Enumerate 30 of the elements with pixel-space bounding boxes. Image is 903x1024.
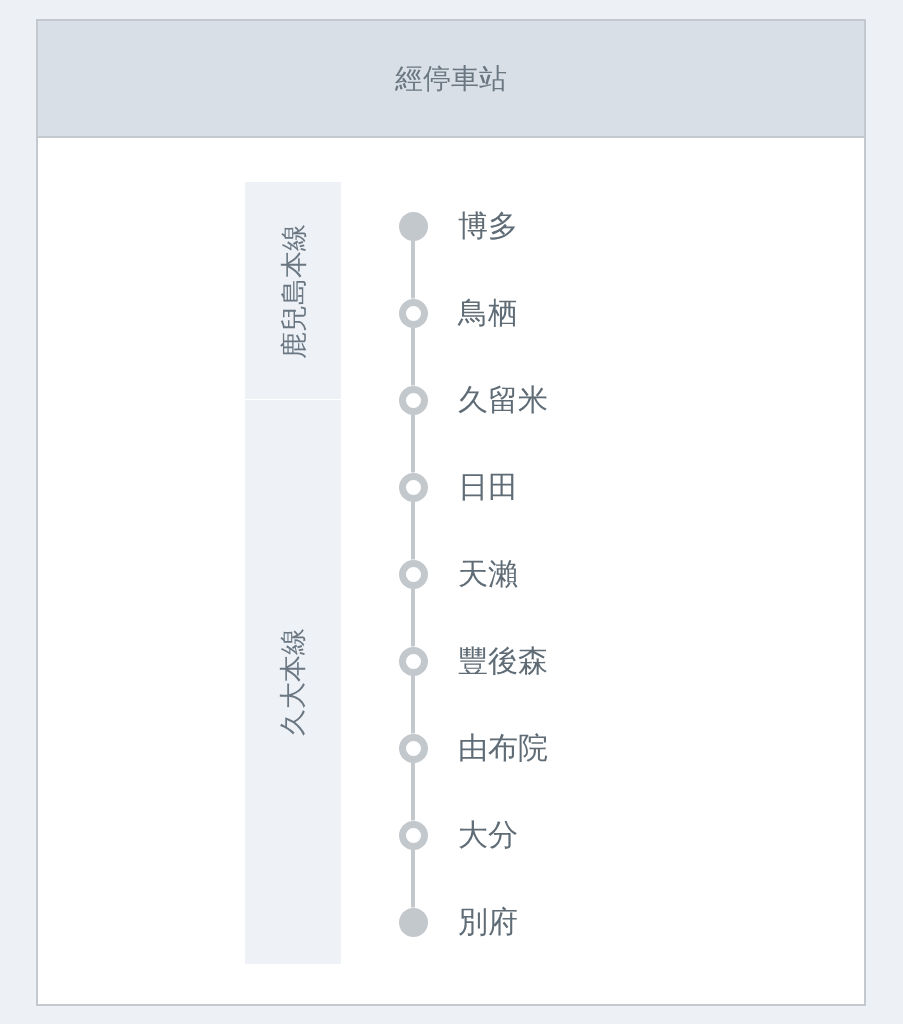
header-bar (38, 21, 864, 138)
station-name: 天瀨 (457, 555, 518, 593)
station-name: 博多 (457, 207, 518, 245)
track-line (411, 327, 415, 386)
terminal-station-dot (398, 907, 428, 937)
track-line (411, 762, 415, 821)
line-name: 鹿兒島本線 (277, 223, 309, 358)
station-name: 由布院 (457, 729, 548, 767)
station-name: 大分 (457, 816, 518, 854)
station-dot (398, 733, 428, 763)
station-name: 久留米 (457, 381, 548, 419)
station-name: 別府 (457, 903, 518, 941)
track-line (411, 675, 415, 734)
station-name: 鳥栖 (457, 294, 518, 332)
station-name: 豐後森 (457, 642, 548, 680)
track-line (411, 240, 415, 299)
station-dot (398, 820, 428, 850)
terminal-station-dot (398, 211, 428, 241)
station-dot (398, 298, 428, 328)
station-dot (398, 385, 428, 415)
station-dot (398, 472, 428, 502)
station-dot (398, 646, 428, 676)
track-line (411, 588, 415, 647)
header-title: 經停車站 (395, 60, 507, 97)
line-name: 久大本線 (277, 628, 309, 736)
track-line (411, 501, 415, 560)
track-line (411, 849, 415, 908)
track-line (411, 414, 415, 473)
station-dot (398, 559, 428, 589)
station-name: 日田 (457, 468, 518, 506)
